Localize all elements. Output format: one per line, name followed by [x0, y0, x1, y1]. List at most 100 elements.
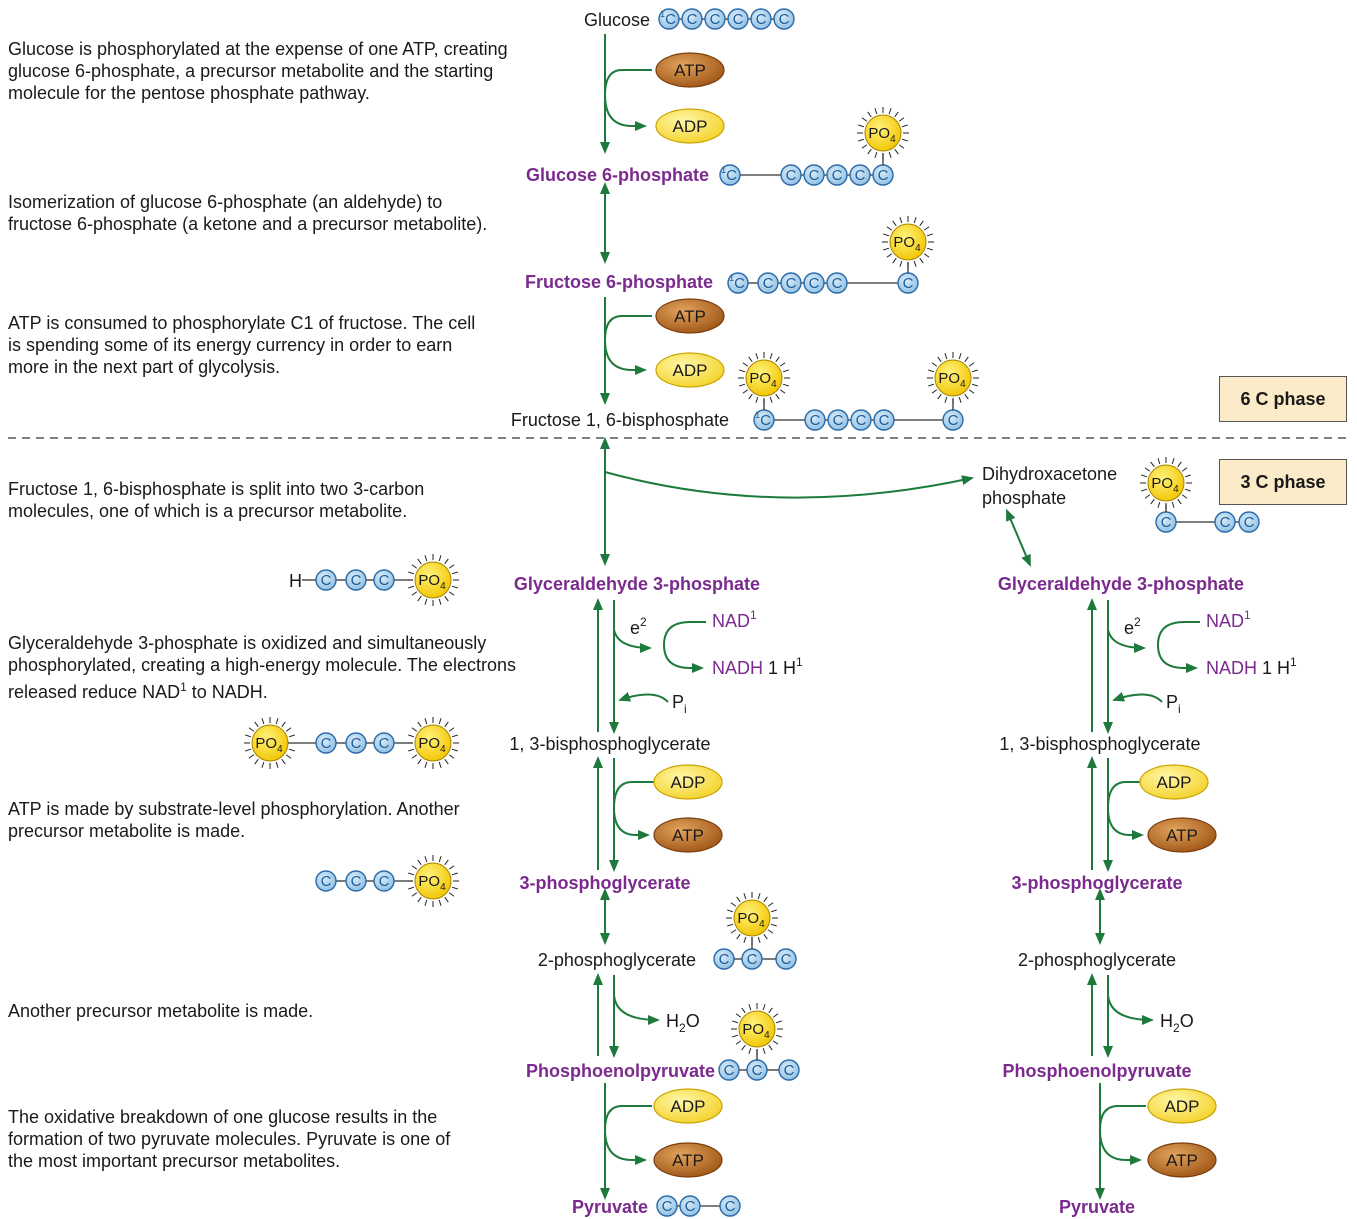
description-glucose-phosphorylation: Glucose is phosphorylated at the expense… [8, 39, 508, 103]
svg-text:PO4: PO4 [418, 572, 446, 592]
svg-text:Pi: Pi [672, 692, 687, 716]
carbon-atom: C [872, 164, 894, 186]
carbon-atom: C [373, 569, 395, 591]
atp-pill-3: ATP [655, 298, 725, 334]
label-g3p-left: Glyceraldehyde 3-phosphate [514, 574, 760, 594]
carbon-atom: C [373, 870, 395, 892]
g3p-molecule-h-label: H [289, 571, 302, 591]
carbon-atom: C [826, 164, 848, 186]
label-pyruvate-left: Pyruvate [572, 1197, 648, 1217]
six-c-phase-box: 6 C phase [1219, 376, 1347, 422]
svg-text:ADP: ADP [673, 361, 708, 380]
carbon-atom: C [679, 1195, 701, 1217]
label-glucose: Glucose [584, 10, 650, 30]
arrow-e-left [613, 629, 652, 653]
carbon-atom: C [850, 409, 872, 431]
arrow-e-right [1107, 629, 1146, 653]
svg-text:C: C [747, 951, 758, 968]
label-bpg-left: 1, 3-bisphosphoglycerate [509, 734, 710, 754]
svg-text:C: C [786, 167, 797, 184]
carbon-atom: C [757, 272, 779, 294]
adp-pill-7: ADP [653, 1088, 723, 1124]
svg-text:Pi: Pi [1166, 692, 1181, 716]
arrow-adp-to-atp-right-2 [1098, 1105, 1146, 1165]
phosphate-group: PO4 [857, 107, 909, 159]
label-fructose-6-phosphate: Fructose 6-phosphate [525, 272, 713, 292]
svg-text:C: C [687, 11, 698, 28]
electron-label-right: e2 [1124, 615, 1141, 638]
svg-text:C: C [779, 11, 790, 28]
carbon-atom: C [345, 732, 367, 754]
label-dhap-line1: Dihydroxacetone [982, 464, 1117, 484]
svg-text:C: C [662, 1198, 673, 1215]
label-pyruvate-right: Pyruvate [1059, 1197, 1135, 1217]
svg-text:PO4: PO4 [1151, 475, 1179, 495]
atp-pill-6: ATP [653, 817, 723, 853]
carbon-atom: C [849, 164, 871, 186]
svg-text:ADP: ADP [1157, 773, 1192, 792]
carbon-atom: C [804, 409, 826, 431]
carbon-atom: C [727, 8, 749, 30]
carbon-atom: C [315, 732, 337, 754]
arrow-adp-to-atp-right-1 [1106, 781, 1146, 840]
carbon-atom: C [345, 870, 367, 892]
description-split: Fructose 1, 6-bisphosphate is split into… [8, 479, 425, 521]
atp-pill-10: ATP [1147, 817, 1217, 853]
svg-text:PO4: PO4 [868, 125, 896, 145]
arrow-atp-to-adp-1 [603, 69, 652, 131]
atp-pill-1: ATP [655, 52, 725, 88]
svg-text:C: C [351, 572, 362, 589]
carbon-atom: C [873, 409, 895, 431]
carbon-atom: 1C [719, 164, 741, 186]
svg-text:C: C [724, 1062, 735, 1079]
phosphate-group: PO4 [407, 717, 459, 769]
svg-text:C: C [856, 412, 867, 429]
carbon-atom: C [778, 1059, 800, 1081]
label-bpg-right: 1, 3-bisphosphoglycerate [999, 734, 1200, 754]
svg-text:e2: e2 [1124, 615, 1141, 638]
carbon-atom: C [373, 732, 395, 754]
svg-text:C: C [1161, 514, 1172, 531]
phosphate-group: PO4 [1140, 457, 1192, 509]
svg-text:C: C [321, 735, 332, 752]
description-another-precursor: Another precursor metabolite is made. [8, 1001, 314, 1021]
label-pep-left: Phosphoenolpyruvate [526, 1061, 715, 1081]
carbon-atom: C [1238, 511, 1260, 533]
phosphate-group: PO4 [882, 216, 934, 268]
carbon-atom: C [719, 1195, 741, 1217]
carbon-atom: 1C [658, 8, 680, 30]
carbon-atom: C [775, 948, 797, 970]
svg-text:C: C [733, 11, 744, 28]
arrow-h2o-left [613, 994, 660, 1025]
svg-text:C: C [855, 167, 866, 184]
adp-pill-9: ADP [1139, 764, 1209, 800]
adp-pill-11: ADP [1147, 1088, 1217, 1124]
arrow-adp-to-atp-left-2 [603, 1105, 652, 1165]
svg-text:ATP: ATP [1166, 1151, 1198, 1170]
svg-text:1C: 1C [729, 273, 745, 292]
phosphate-group: PO4 [407, 855, 459, 907]
svg-text:C: C [379, 572, 390, 589]
description-isomerization: Isomerization of glucose 6-phosphate (an… [8, 192, 488, 234]
svg-text:C: C [763, 275, 774, 292]
label-2pg-right: 2-phosphoglycerate [1018, 950, 1176, 970]
carbon-atom: C [803, 164, 825, 186]
svg-text:PO4: PO4 [255, 735, 283, 755]
phosphate-group: PO4 [738, 352, 790, 404]
adp-pill-2: ADP [655, 108, 725, 144]
svg-text:1C: 1C [721, 165, 737, 184]
label-fructose-1-6-bisphosphate: Fructose 1, 6-bisphosphate [511, 410, 729, 430]
description-substrate-level: ATP is made by substrate-level phosphory… [8, 799, 460, 841]
svg-text:C: C [903, 275, 914, 292]
label-glucose-6-phosphate: Glucose 6-phosphate [526, 165, 709, 185]
svg-text:ADP: ADP [1165, 1097, 1200, 1116]
svg-text:C: C [756, 11, 767, 28]
carbon-atom: C [315, 870, 337, 892]
